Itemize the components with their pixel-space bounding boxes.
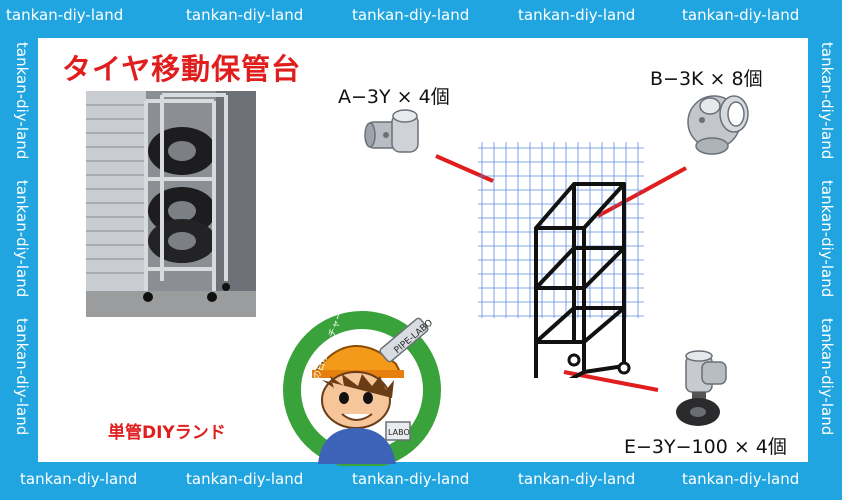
leader-line-b (597, 166, 687, 218)
pipe-joint-a (364, 109, 419, 153)
watermark-text: tankan-diy-land (13, 180, 31, 298)
caster-joint-e (676, 350, 727, 426)
watermark-text: tankan-diy-land (682, 6, 800, 24)
page-title: タイヤ移動保管台 (62, 52, 302, 86)
watermark-text: tankan-diy-land (818, 318, 836, 436)
mascot-badge-text: LABO (388, 428, 410, 437)
part-e-label: E−3Y−100 × 4個 (624, 436, 787, 458)
rack-diagram (478, 142, 644, 378)
watermark-text: tankan-diy-land (186, 6, 304, 24)
watermark-text: tankan-diy-land (518, 470, 636, 488)
content-panel: タイヤ移動保管台 (38, 38, 808, 466)
watermark-text: tankan-diy-land (13, 42, 31, 160)
leader-line-a (435, 154, 494, 183)
watermark-text: tankan-diy-land (186, 470, 304, 488)
watermark-text: tankan-diy-land (818, 180, 836, 298)
watermark-text: tankan-diy-land (13, 318, 31, 436)
part-b-label: B−3K × 8個 (650, 68, 763, 90)
watermark-text: tankan-diy-land (352, 6, 470, 24)
tire-rack-photo (86, 91, 256, 317)
watermark-text: tankan-diy-land (20, 470, 138, 488)
part-a-label: A−3Y × 4個 (338, 86, 450, 108)
watermark-text: tankan-diy-land (818, 42, 836, 160)
watermark-text: tankan-diy-land (352, 470, 470, 488)
watermark-text: tankan-diy-land (518, 6, 636, 24)
brand-name: 単管DIYランド (108, 423, 226, 443)
watermark-text: tankan-diy-land (682, 470, 800, 488)
pipe-joint-b (687, 95, 749, 155)
mascot-illustration: PIPE-LABO LABO Lく分の日曜ローチャー (283, 310, 441, 466)
watermark-text: tankan-diy-land (6, 6, 124, 24)
